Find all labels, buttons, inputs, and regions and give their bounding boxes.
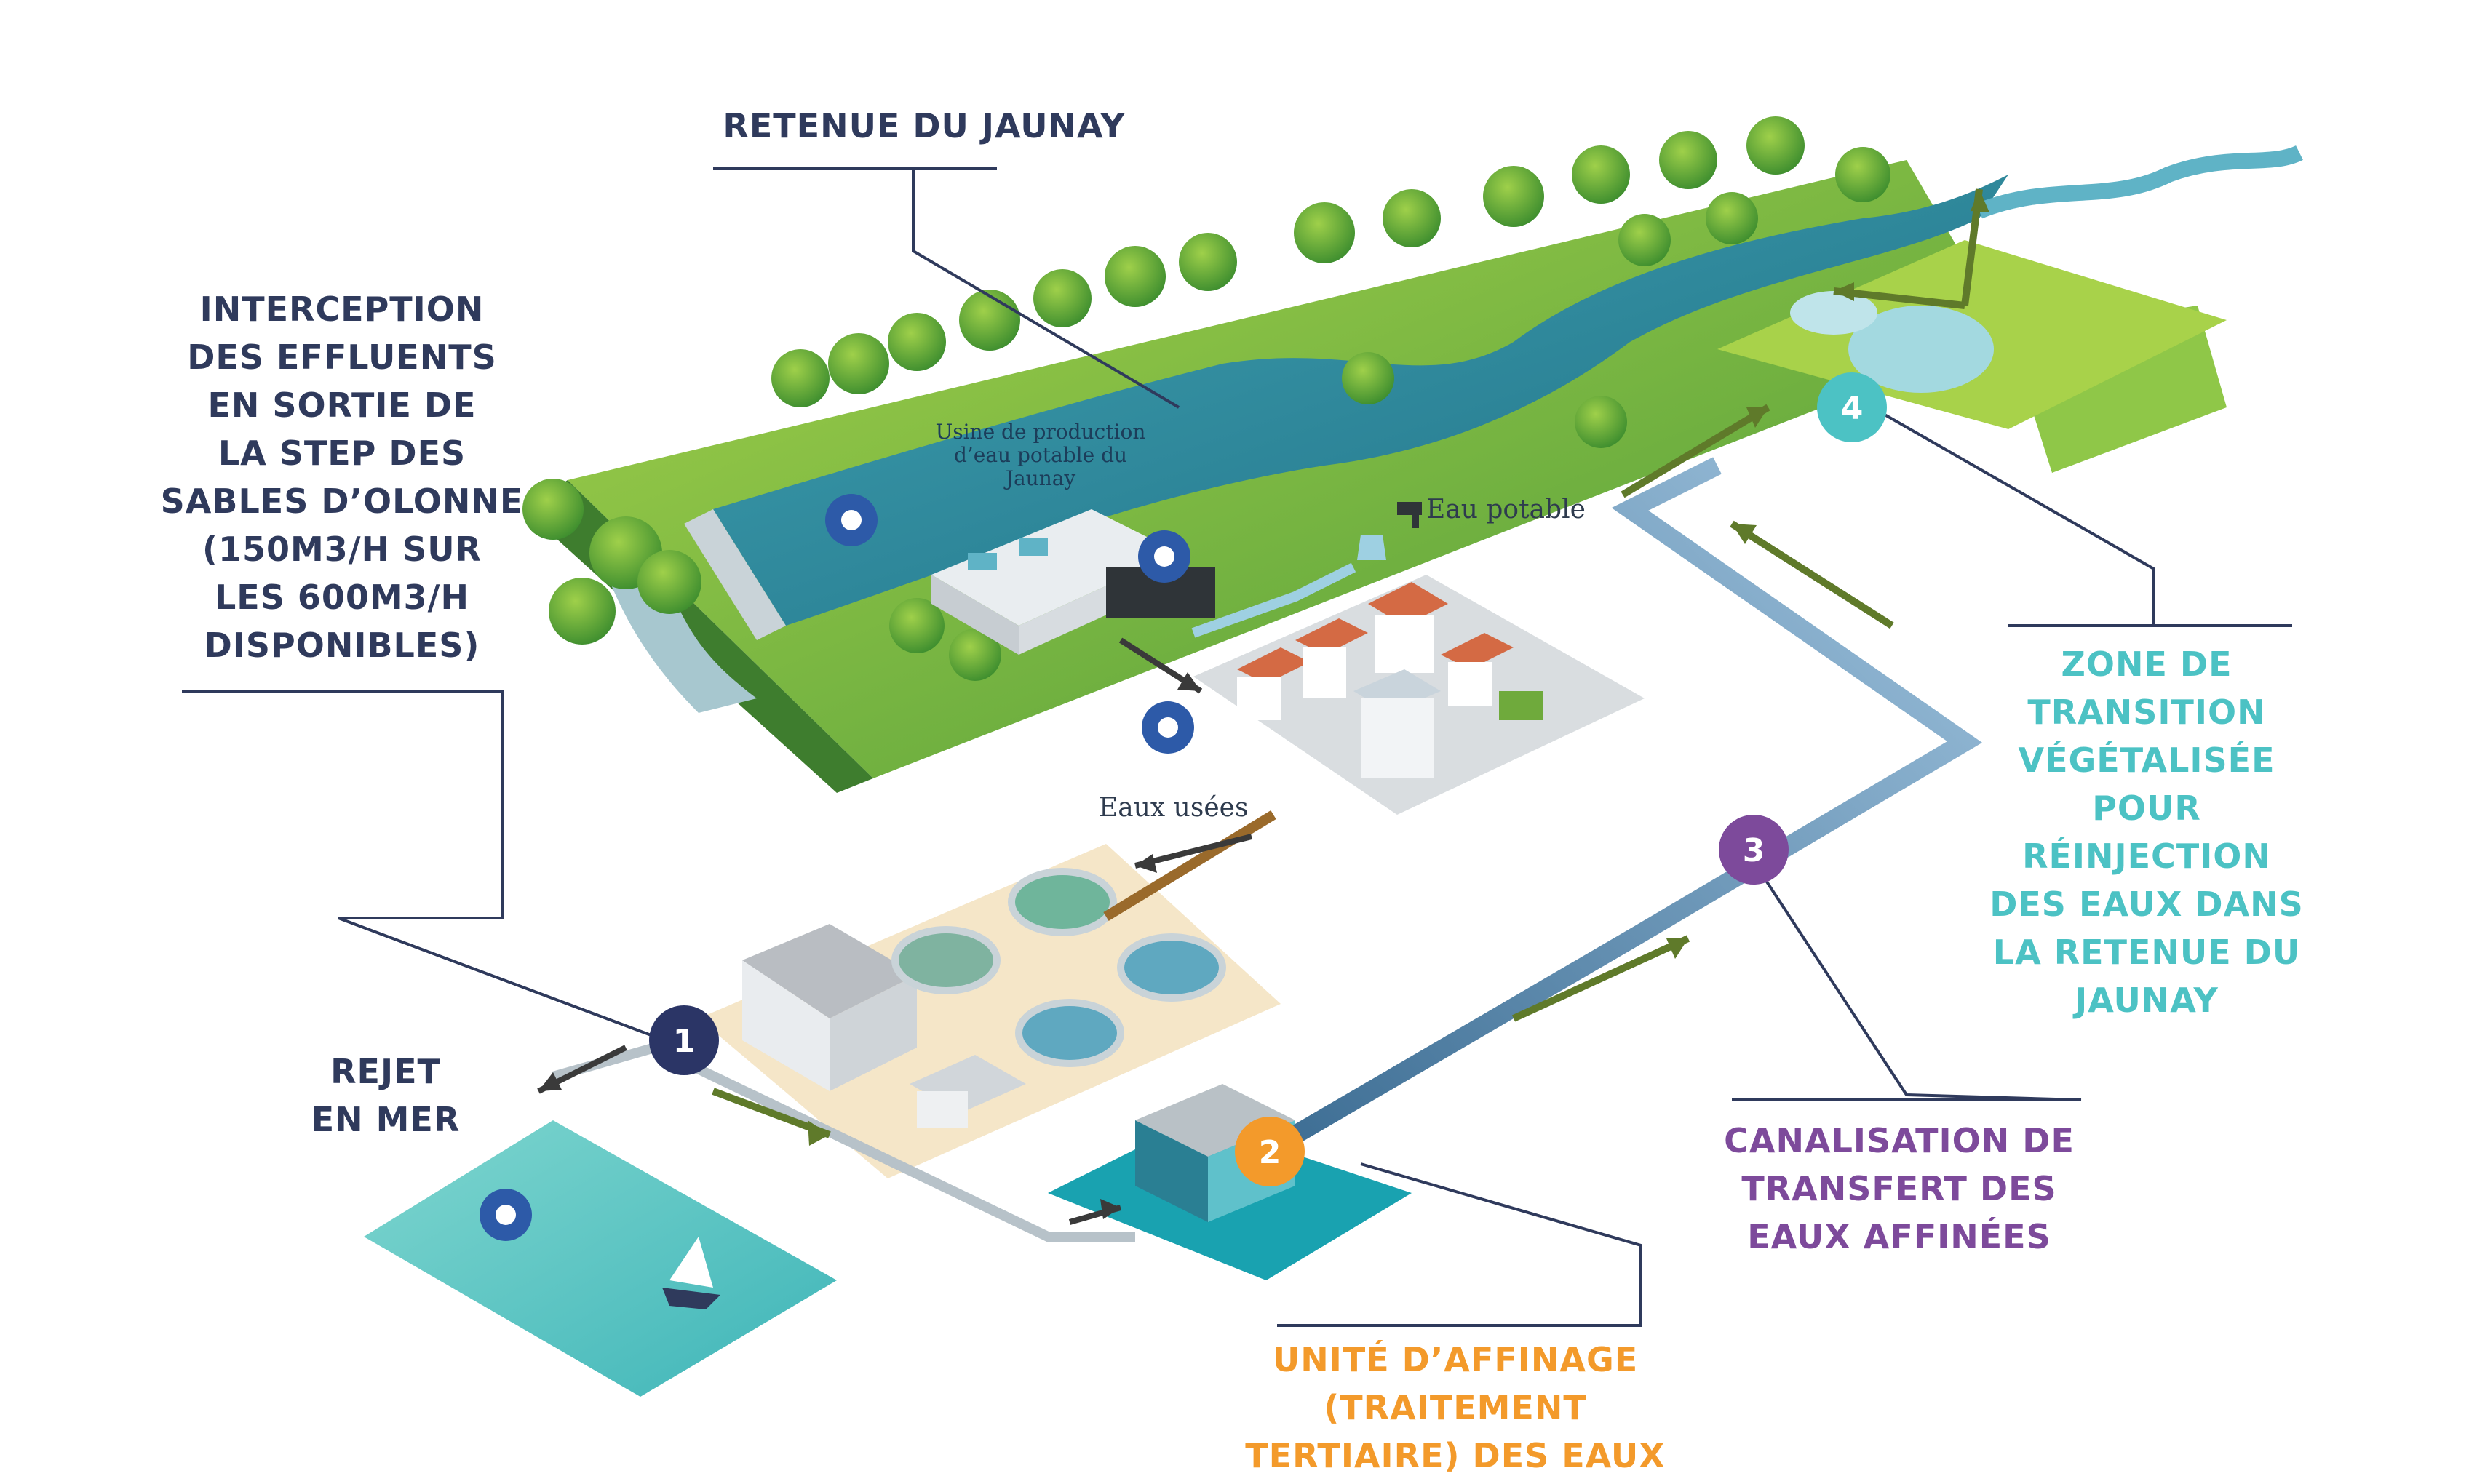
step-badge-4: 4 [1817, 372, 1887, 442]
svg-text:3: 3 [1743, 832, 1765, 869]
step-badge-3: 3 [1719, 815, 1789, 885]
water-drop-icon [480, 494, 1194, 1241]
label-canalisation: CANALISATION DE TRANSFERT DES EAUX AFFIN… [1724, 1121, 2075, 1256]
svg-text:4: 4 [1841, 390, 1864, 427]
leader-lines [182, 167, 2292, 1327]
label-eaux-usees: Eaux usées [1099, 793, 1249, 823]
dam [684, 509, 786, 640]
grey-arrows [537, 637, 1252, 1225]
refining-unit [1048, 1084, 1412, 1280]
svg-text:2: 2 [1259, 1134, 1281, 1171]
sea [364, 1120, 837, 1397]
label-rejet: REJET EN MER [311, 1052, 461, 1139]
village [1193, 575, 1645, 815]
drinking-water-plant [931, 509, 1215, 655]
label-usine: Usine de production d’eau potable du Jau… [935, 420, 1146, 490]
pipes [552, 457, 1983, 1242]
flow-arrows [712, 188, 1989, 1146]
faucet-icon [1357, 502, 1422, 560]
svg-text:1: 1 [673, 1023, 696, 1060]
label-eau-potable: Eau potable [1426, 495, 1586, 524]
treatment-plant [699, 844, 1281, 1178]
label-unite: UNITÉ D’AFFINAGE (TRAITEMENT TERTIAIRE) … [1245, 1340, 1666, 1475]
trees [522, 116, 1890, 681]
label-interception: INTERCEPTION DES EFFLUENTS EN SORTIE DE … [160, 290, 524, 665]
label-zone: ZONE DE TRANSITION VÉGÉTALISÉE POUR RÉIN… [1989, 645, 2304, 1020]
step-badge-1: 1 [649, 1005, 719, 1075]
river [1976, 145, 2303, 219]
step-badge-2: 2 [1235, 1117, 1305, 1186]
label-retenue: RETENUE DU JAUNAY [723, 106, 1126, 145]
